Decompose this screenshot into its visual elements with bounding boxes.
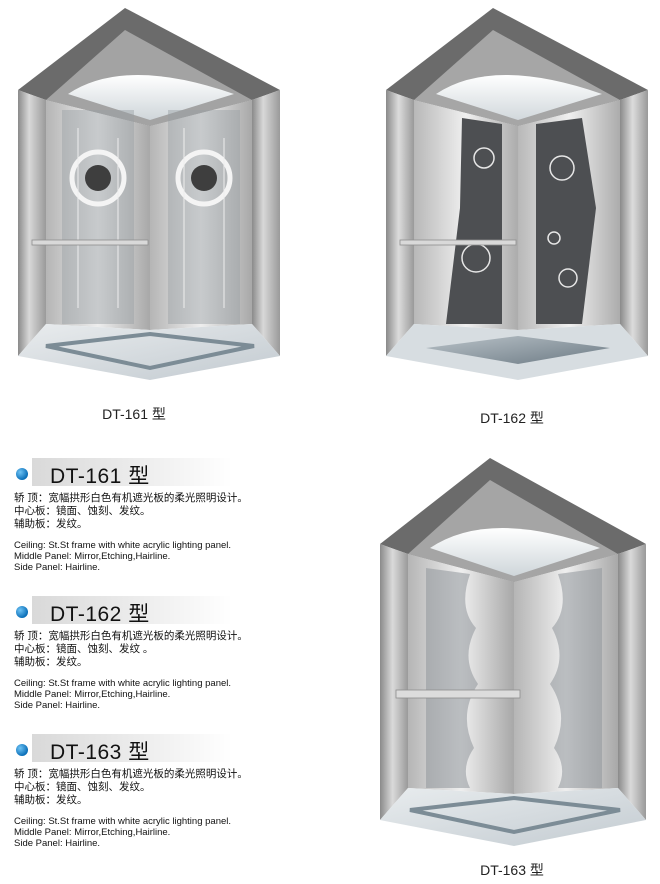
cn-side-panel: 辅助板：发纹。 <box>14 656 88 668</box>
en-side-panel: Side Panel: Hairline. <box>14 838 101 849</box>
spec-chinese-text: 轿 顶：宽幅拱形白色有机遮光板的柔光照明设计。 中心板：镜面、蚀刻、发纹 。 辅… <box>14 630 304 669</box>
caption-dt162: DT-162 型 <box>480 410 544 426</box>
spec-chinese-text: 轿 顶：宽幅拱形白色有机遮光板的柔光照明设计。 中心板：镜面、蚀刻、发纹。 辅助… <box>14 492 304 531</box>
en-middle-panel: Middle Panel: Mirror,Etching,Hairline. <box>14 827 171 838</box>
cn-side-panel: 辅助板：发纹。 <box>14 794 88 806</box>
en-side-panel: Side Panel: Hairline. <box>14 700 101 711</box>
spec-block-dt161: DT-161 型 轿 顶：宽幅拱形白色有机遮光板的柔光照明设计。 中心板：镜面、… <box>14 458 304 573</box>
spec-english-text: Ceiling: St.St frame with white acrylic … <box>14 678 304 711</box>
blue-bullet-icon <box>16 468 28 480</box>
spec-title: DT-163 型 <box>50 741 150 764</box>
cn-middle-panel: 中心板：镜面、蚀刻、发纹。 <box>14 505 151 517</box>
spec-title: DT-162 型 <box>50 603 150 626</box>
blue-bullet-icon <box>16 744 28 756</box>
spec-title: DT-161 型 <box>50 465 150 488</box>
title-background-bar <box>32 596 232 624</box>
elevator-cab-image-dt163 <box>380 458 646 846</box>
title-background-bar <box>32 734 232 762</box>
cn-middle-panel: 中心板：镜面、蚀刻、发纹。 <box>14 781 151 793</box>
elevator-cab-image-dt162 <box>386 8 648 380</box>
spec-english-text: Ceiling: St.St frame with white acrylic … <box>14 540 304 573</box>
en-ceiling: Ceiling: St.St frame with white acrylic … <box>14 678 232 689</box>
elevator-cab-image-dt161 <box>18 8 280 380</box>
caption-dt161: DT-161 型 <box>102 406 166 422</box>
caption-dt163: DT-163 型 <box>480 862 544 878</box>
spec-block-dt163: DT-163 型 轿 顶：宽幅拱形白色有机遮光板的柔光照明设计。 中心板：镜面、… <box>14 734 304 849</box>
cn-ceiling: 轿 顶：宽幅拱形白色有机遮光板的柔光照明设计。 <box>14 492 248 504</box>
spec-block-dt162: DT-162 型 轿 顶：宽幅拱形白色有机遮光板的柔光照明设计。 中心板：镜面、… <box>14 596 304 711</box>
spec-chinese-text: 轿 顶：宽幅拱形白色有机遮光板的柔光照明设计。 中心板：镜面、蚀刻、发纹。 辅助… <box>14 768 304 807</box>
cn-ceiling: 轿 顶：宽幅拱形白色有机遮光板的柔光照明设计。 <box>14 630 248 642</box>
cn-middle-panel: 中心板：镜面、蚀刻、发纹 。 <box>14 643 154 655</box>
blue-bullet-icon <box>16 606 28 618</box>
spec-header: DT-163 型 <box>14 734 304 764</box>
en-side-panel: Side Panel: Hairline. <box>14 562 101 573</box>
cn-ceiling: 轿 顶：宽幅拱形白色有机遮光板的柔光照明设计。 <box>14 768 248 780</box>
en-middle-panel: Middle Panel: Mirror,Etching,Hairline. <box>14 551 171 562</box>
spec-header: DT-162 型 <box>14 596 304 626</box>
en-middle-panel: Middle Panel: Mirror,Etching,Hairline. <box>14 689 171 700</box>
spec-header: DT-161 型 <box>14 458 304 488</box>
en-ceiling: Ceiling: St.St frame with white acrylic … <box>14 540 232 551</box>
spec-english-text: Ceiling: St.St frame with white acrylic … <box>14 816 304 849</box>
en-ceiling: Ceiling: St.St frame with white acrylic … <box>14 816 232 827</box>
title-background-bar <box>32 458 232 486</box>
cn-side-panel: 辅助板：发纹。 <box>14 518 88 530</box>
